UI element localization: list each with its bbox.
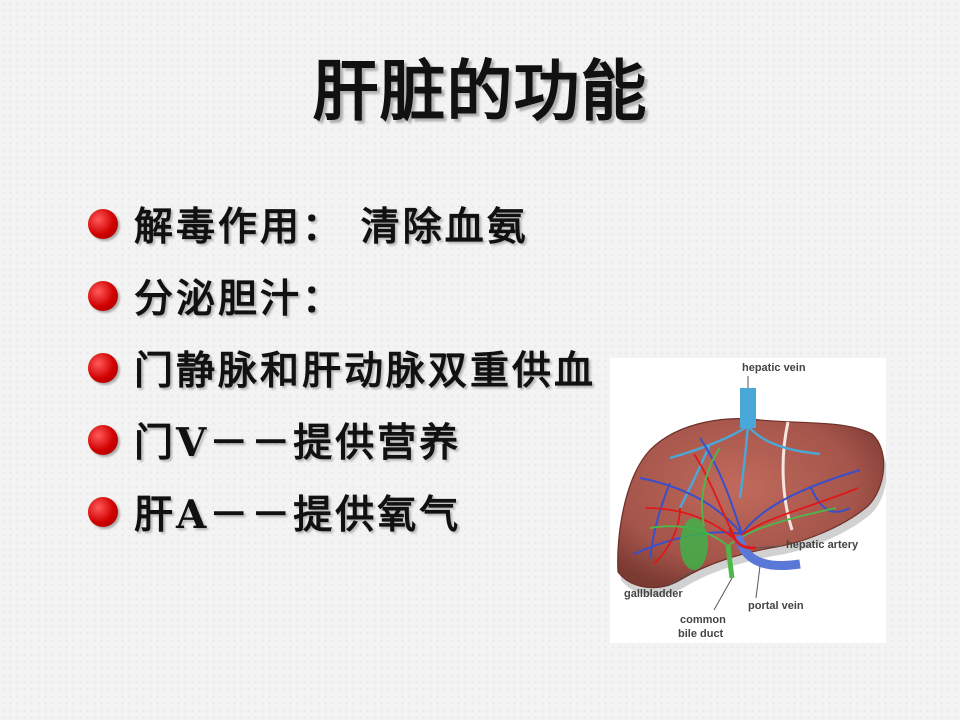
gallbladder-label: gallbladder [624, 588, 683, 600]
bullet-dot-icon [88, 425, 118, 455]
leader-lines [667, 376, 783, 611]
bullet-item: 肝A－－提供氧气 [88, 476, 596, 548]
bullet-item: 门V－－提供营养 [88, 404, 596, 476]
common-bile-duct-label-line1: common [680, 614, 726, 626]
portal-vein-label: portal vein [748, 600, 804, 612]
hepatic-artery-trunk [728, 527, 757, 550]
bullet-list: 解毒作用： 清除血氨 分泌胆汁： 门静脉和肝动脉双重供血 门V－－提供营养 肝A… [88, 188, 596, 548]
bullet-dot-icon [88, 209, 118, 239]
common-bile-duct [725, 545, 735, 579]
portal-vein-branches [633, 437, 861, 559]
hepatic-vein-trunk [740, 388, 756, 428]
bullet-text: 门V－－提供营养 [134, 420, 462, 466]
hepatic-vein-label: hepatic vein [742, 362, 806, 374]
bullet-text: 肝A－－提供氧气 [134, 492, 462, 538]
bullet-dot-icon [88, 353, 118, 383]
liver-anatomy-figure: hepatic vein hepatic artery gallbladder … [610, 358, 886, 643]
hepatic-artery-label: hepatic artery [786, 539, 859, 551]
bullet-item: 门静脉和肝动脉双重供血 [88, 332, 596, 404]
bullet-dot-icon [88, 281, 118, 311]
common-bile-duct-label-line2: bile duct [678, 628, 724, 640]
portal-vein-trunk [733, 534, 801, 571]
bullet-text: 门静脉和肝动脉双重供血 [134, 348, 597, 394]
liver-diagram: hepatic vein hepatic artery gallbladder … [617, 362, 886, 640]
bullet-text: 解毒作用： 清除血氨 [134, 204, 529, 250]
slide-title: 肝脏的功能 [312, 53, 648, 130]
bullet-item: 解毒作用： 清除血氨 [88, 188, 596, 260]
bullet-dot-icon [88, 497, 118, 527]
bullet-text: 分泌胆汁： [134, 276, 345, 322]
bullet-item: 分泌胆汁： [88, 260, 596, 332]
gallbladder-shape [680, 518, 708, 570]
